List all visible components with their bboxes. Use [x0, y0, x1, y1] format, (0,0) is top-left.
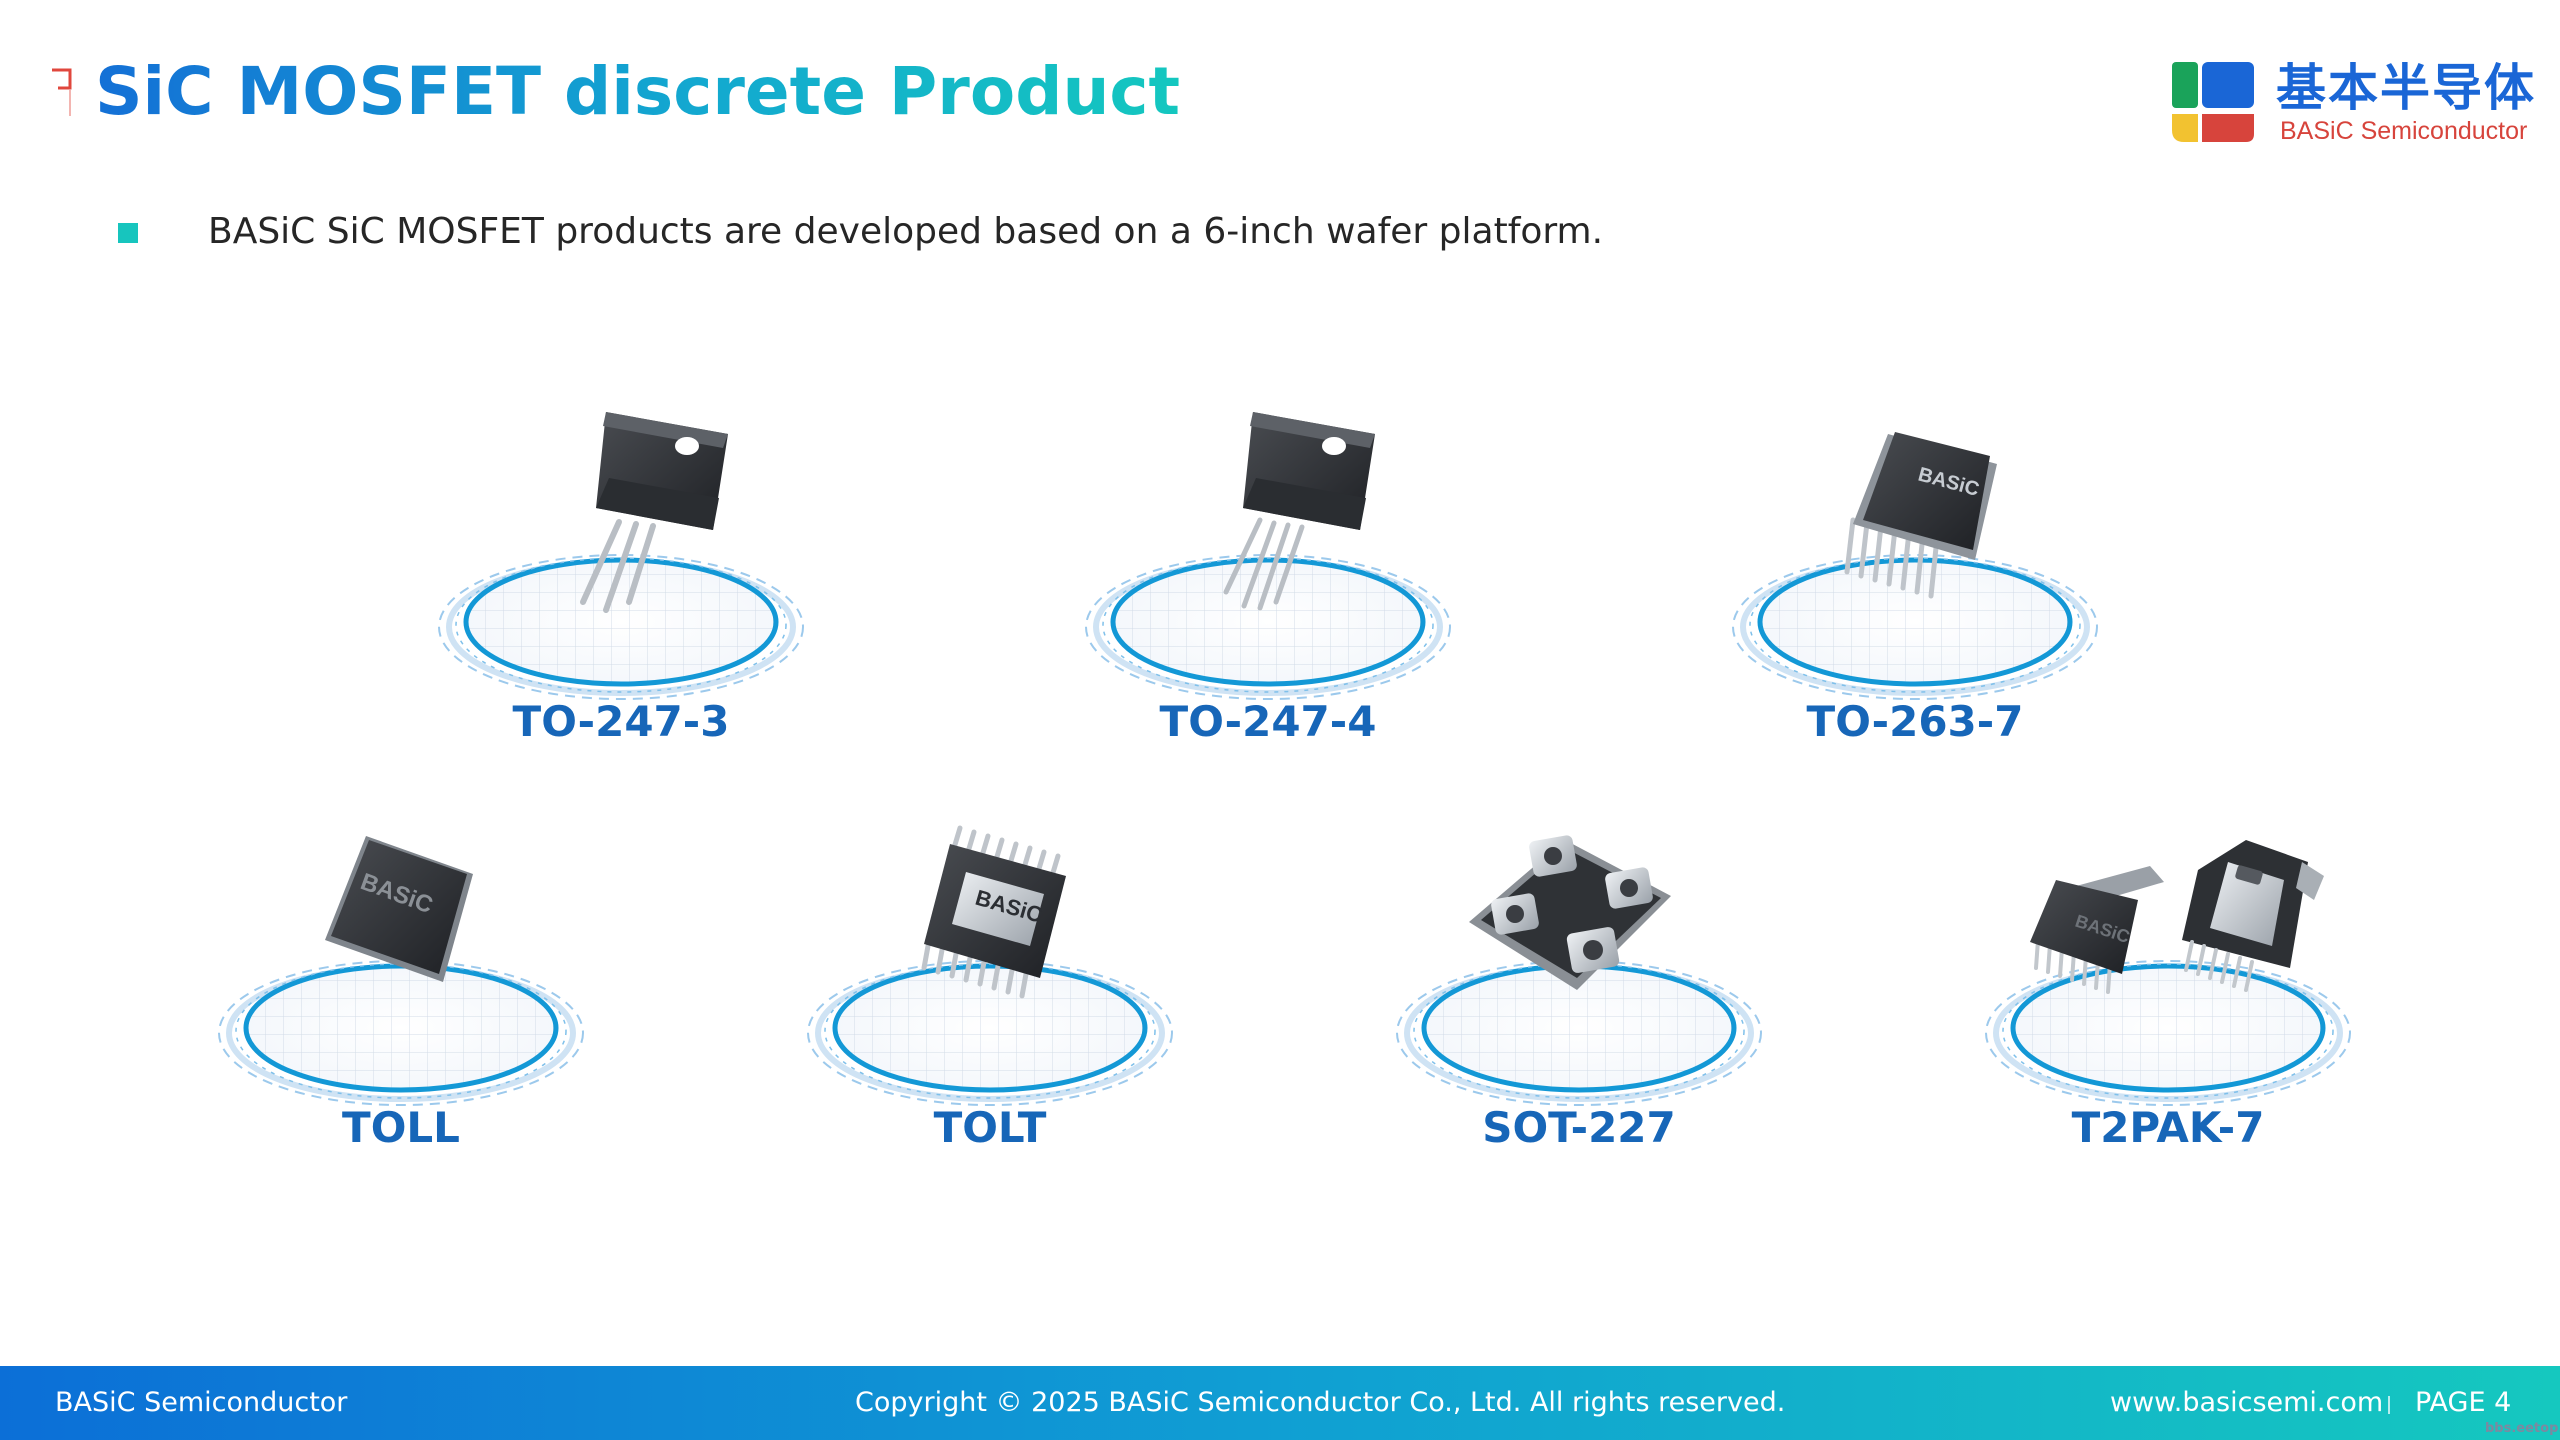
footer-divider: [2388, 1396, 2390, 1414]
page-title: SiC MOSFET discrete Product: [95, 53, 1181, 130]
t2pak7-package-icon: BASiC: [1978, 840, 2358, 1118]
basic-logo-icon: [2172, 62, 2254, 142]
logo-chinese-name: 基本半导体: [2276, 59, 2536, 117]
package-label: TOLT: [933, 1103, 1047, 1152]
bullet-text: BASiC SiC MOSFET products are developed …: [208, 211, 1604, 252]
package-card: TO-247-3: [431, 412, 811, 752]
to247-3-package-icon: [431, 412, 811, 712]
package-card: BASiC TOLL: [211, 818, 591, 1158]
logo-english-name: BASiC Semiconductor: [2280, 117, 2528, 145]
package-card: TO-247-4: [1078, 412, 1458, 752]
footer-copyright: Copyright © 2025 BASiC Semiconductor Co.…: [855, 1387, 1786, 1418]
watermark: bbs.eetop.cn: [2485, 1421, 2560, 1436]
to247-4-package-icon: [1078, 412, 1458, 712]
footer-company: BASiC Semiconductor: [55, 1387, 348, 1418]
page-number: PAGE 4: [2415, 1387, 2512, 1418]
package-card: SOT-227: [1389, 818, 1769, 1158]
bullet-square-icon: [118, 223, 138, 243]
footer-bar: BASiC Semiconductor Copyright © 2025 BAS…: [0, 1366, 2560, 1440]
to263-7-package-icon: BASiC: [1725, 432, 2105, 712]
package-card: BASiC TO-263-7: [1725, 412, 2105, 752]
package-card: BASiC T2PAK-7: [1978, 818, 2358, 1158]
package-label: TO-247-3: [512, 697, 730, 746]
sot227-package-icon: [1389, 835, 1769, 1118]
package-label: TO-247-4: [1159, 697, 1377, 746]
package-label: SOT-227: [1482, 1103, 1676, 1152]
package-label: TO-263-7: [1806, 697, 2024, 746]
toll-package-icon: BASiC: [211, 836, 591, 1118]
tolt-package-icon: BASiC: [800, 825, 1180, 1118]
package-label: TOLL: [342, 1103, 460, 1152]
package-card: BASiC TOLT: [800, 818, 1180, 1158]
package-label: T2PAK-7: [2071, 1103, 2265, 1152]
footer-website-link[interactable]: www.basicsemi.com: [2110, 1387, 2384, 1418]
company-logo: 基本半导体 BASiC Semiconductor: [2172, 60, 2534, 145]
title-accent-icon: [52, 68, 72, 116]
